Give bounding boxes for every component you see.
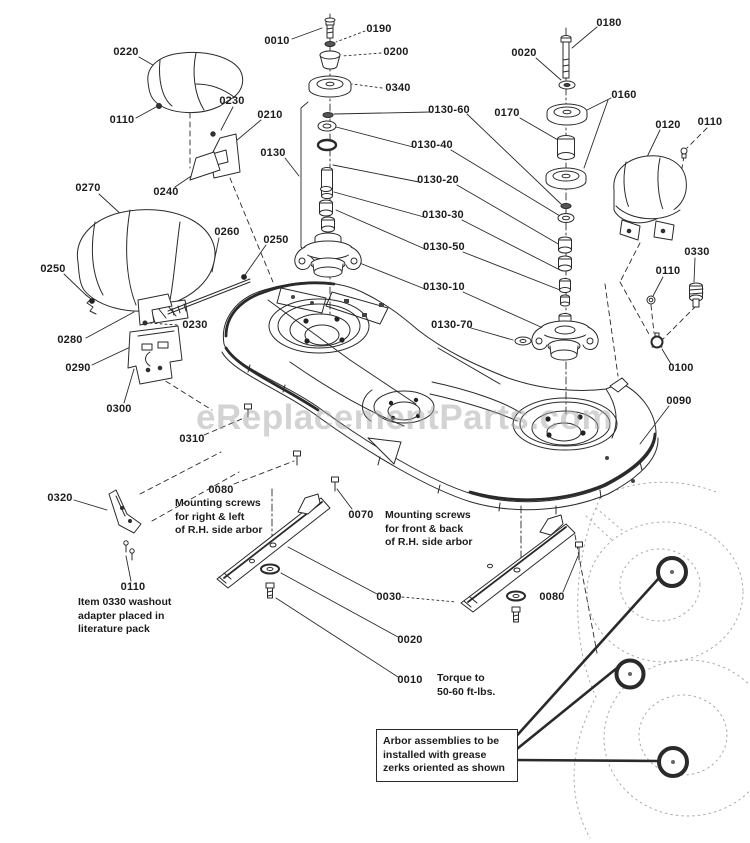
part-label-0110-cover: 0110 [109, 114, 135, 126]
part-label-0280: 0280 [57, 334, 83, 346]
washout-adapter-group [646, 282, 704, 349]
part-label-0010-top: 0010 [264, 35, 290, 47]
dotted-leader-lines [149, 30, 457, 603]
hinge-bracket-stack [127, 293, 183, 385]
part-label-0170: 0170 [494, 107, 520, 119]
belt-cover-and-brackets [147, 51, 244, 181]
part-label-0250-left: 0250 [40, 263, 66, 275]
part-label-0270: 0270 [75, 182, 101, 194]
part-label-0230-top: 0230 [219, 95, 245, 107]
washout-bracket-group [108, 489, 142, 561]
part-label-0180: 0180 [596, 17, 622, 29]
part-label-0080-right: 0080 [539, 591, 565, 603]
note-torque: Torque to 50-60 ft-lbs. [437, 672, 496, 698]
part-label-0130-50: 0130-50 [423, 241, 465, 253]
note-mounting-screws-right: Mounting screws for front & back of R.H.… [385, 509, 473, 549]
part-label-0070: 0070 [348, 509, 374, 521]
part-label-0110-bottom: 0110 [120, 581, 146, 593]
left-spindle-exploded [294, 17, 362, 278]
part-label-0200: 0200 [383, 46, 409, 58]
part-label-0340: 0340 [385, 82, 411, 94]
part-label-0020-top: 0020 [511, 47, 537, 59]
note-washout-adapter: Item 0330 washout adapter placed in lite… [78, 596, 172, 636]
right-spindle-exploded [514, 35, 599, 361]
part-label-0130-60: 0130-60 [428, 104, 470, 116]
deflector-chute [76, 209, 251, 324]
part-label-0190: 0190 [366, 23, 392, 35]
note-mounting-screws-left: Mounting screws for right & left of R.H.… [175, 497, 263, 537]
note-box-arbor-assemblies: Arbor assemblies to be installed with gr… [376, 729, 518, 782]
part-label-0330: 0330 [684, 246, 710, 258]
part-label-0130-20: 0130-20 [417, 174, 459, 186]
part-label-0020-bottom: 0020 [397, 634, 423, 646]
part-label-0290: 0290 [65, 362, 91, 374]
part-label-0100: 0100 [668, 362, 694, 374]
part-label-0250-right: 0250 [263, 234, 289, 246]
part-label-0240: 0240 [153, 186, 179, 198]
grease-zerk-callouts [510, 556, 689, 778]
part-label-0080-left: 0080 [208, 484, 234, 496]
deck-mounting-screws [244, 403, 583, 576]
part-label-0320: 0320 [47, 492, 73, 504]
part-label-0130-70: 0130-70 [431, 319, 473, 331]
part-label-0310: 0310 [179, 433, 205, 445]
leader-lines [63, 26, 696, 678]
part-label-0210: 0210 [257, 109, 283, 121]
part-label-0130-40: 0130-40 [411, 139, 453, 151]
faint-deck-underside [573, 481, 750, 839]
part-label-0130-10: 0130-10 [423, 281, 465, 293]
part-label-0260: 0260 [214, 226, 240, 238]
part-label-0090: 0090 [666, 395, 692, 407]
part-label-0110-bracket: 0110 [697, 116, 723, 128]
part-label-0110-right: 0110 [655, 265, 681, 277]
part-label-0220: 0220 [113, 46, 139, 58]
right-cover-bracket [613, 147, 688, 241]
part-label-0130-30: 0130-30 [422, 209, 464, 221]
part-label-0130: 0130 [260, 147, 286, 159]
part-label-0030: 0030 [376, 591, 402, 603]
part-label-0120: 0120 [655, 119, 681, 131]
part-label-0300: 0300 [106, 403, 132, 415]
part-label-0010-bottom: 0010 [397, 674, 423, 686]
dashed-alignment-lines [139, 112, 708, 654]
deck-housing [221, 281, 659, 515]
part-label-0160: 0160 [611, 89, 637, 101]
right-blade [460, 514, 576, 623]
left-blade [216, 493, 331, 599]
part-label-0230-mid: 0230 [182, 319, 208, 331]
watermark: eReplacementParts.com [196, 398, 614, 437]
